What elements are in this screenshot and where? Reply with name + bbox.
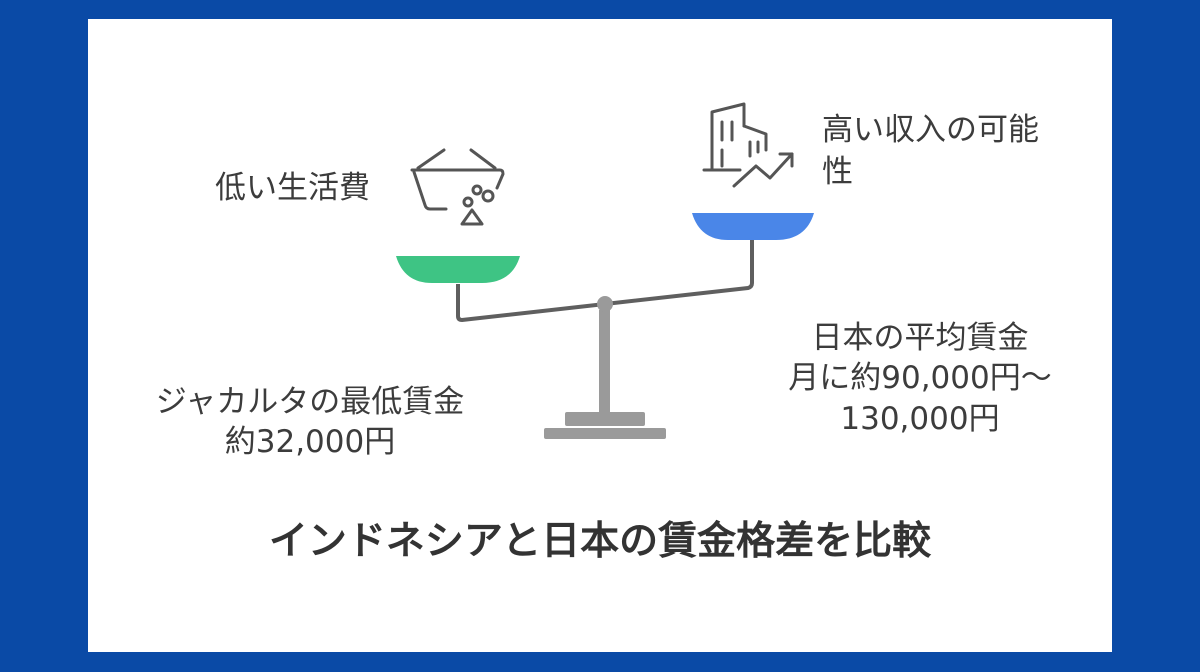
scale-base-top xyxy=(565,412,645,426)
right-pan xyxy=(692,213,814,240)
japan-wage-line1: 日本の平均賃金 xyxy=(811,320,1029,356)
building-growth-icon xyxy=(702,102,794,188)
japan-wage-label: 日本の平均賃金 月に約90,000円〜 130,000円 xyxy=(740,318,1100,439)
jakarta-wage-line1: ジャカルタの最低賃金 xyxy=(155,384,465,420)
japan-wage-line2: 月に約90,000円〜 xyxy=(788,360,1052,397)
high-income-label-line2: 性 xyxy=(822,153,853,190)
scale-base xyxy=(544,412,666,439)
page-title: インドネシアと日本の賃金格差を比較 xyxy=(268,519,932,564)
left-pan xyxy=(396,256,520,283)
jakarta-wage-line2: 約32,000円 xyxy=(224,424,396,461)
scale-pivot xyxy=(597,296,613,312)
scale-post xyxy=(599,310,610,414)
jakarta-wage-label: ジャカルタの最低賃金 約32,000円 xyxy=(130,382,490,463)
high-income-label-line1: 高い収入の可能 xyxy=(822,112,1039,148)
scale-base-bottom xyxy=(544,428,666,439)
basket-icon xyxy=(410,148,505,226)
high-income-label: 高い収入の可能 性 xyxy=(822,110,1039,194)
low-living-cost-label: 低い生活費 xyxy=(215,170,370,206)
japan-wage-line3: 130,000円 xyxy=(840,400,1000,437)
